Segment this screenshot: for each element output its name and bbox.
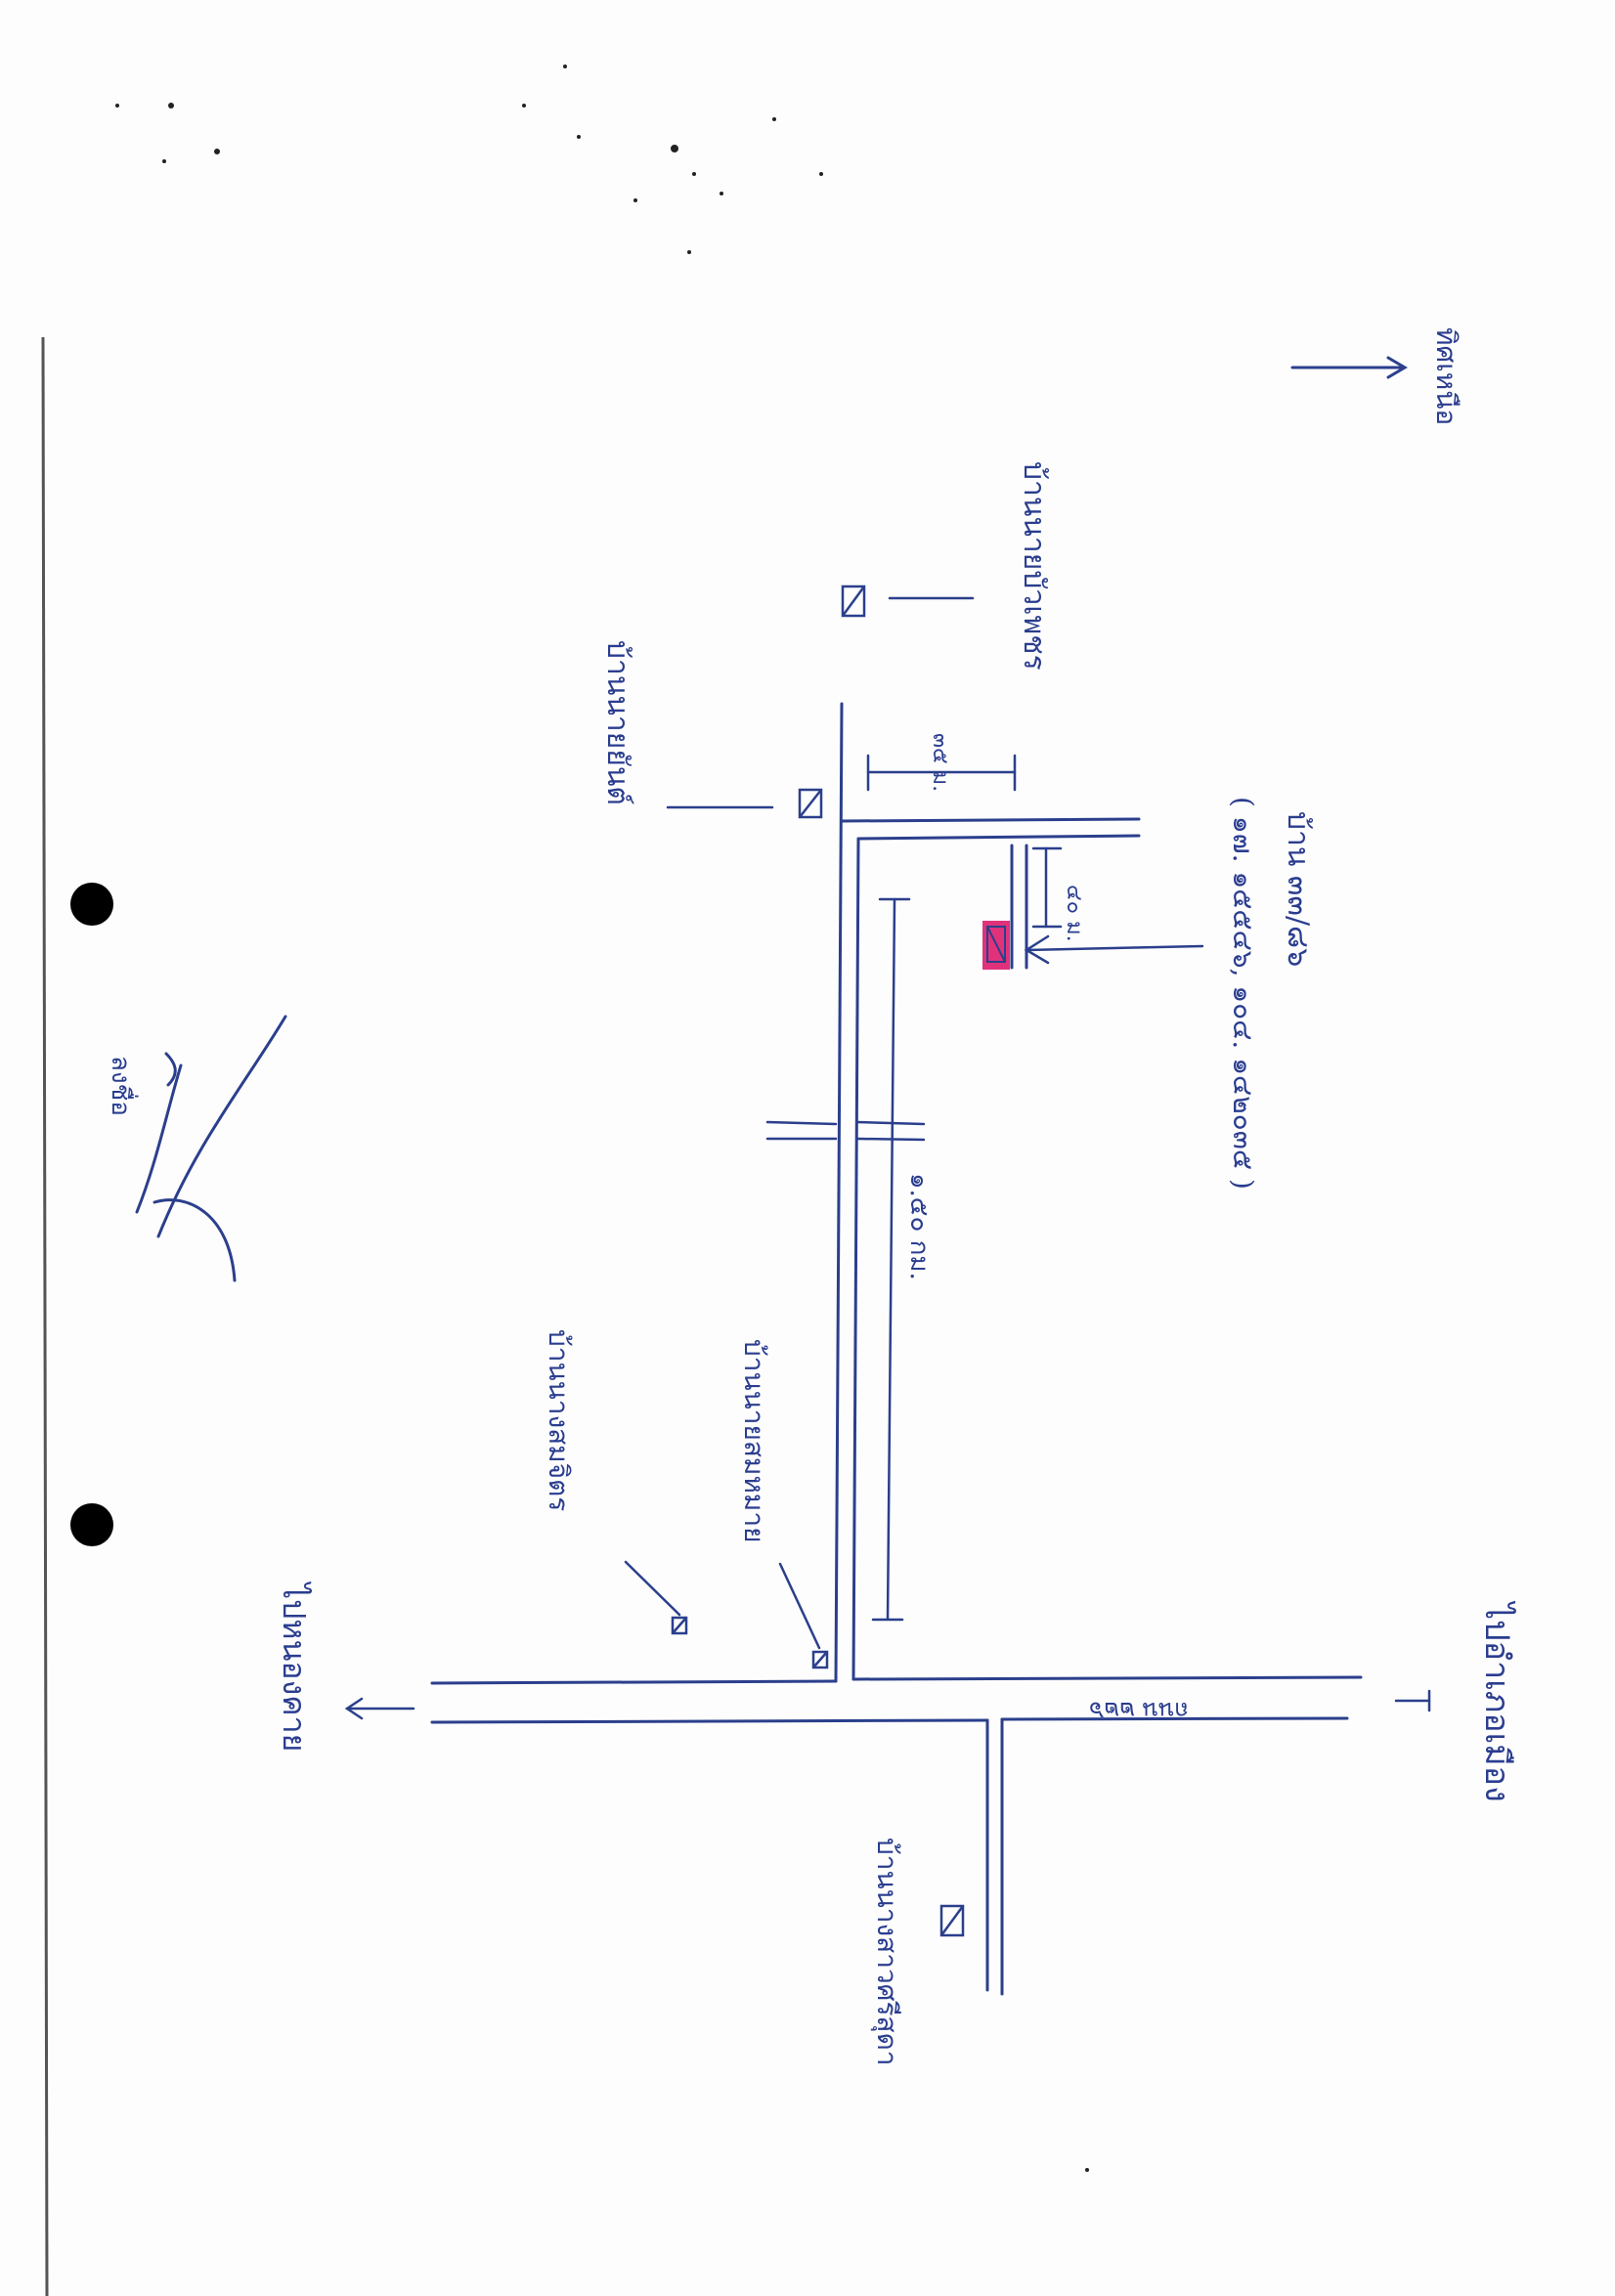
main-road	[430, 1675, 1363, 1724]
north-arrow	[1290, 356, 1408, 379]
house-box-lower-left	[624, 1560, 688, 1635]
label-house-lower-mid: บ้านนายสมหมาย	[738, 1339, 770, 1543]
house-box-lower-mid	[778, 1562, 829, 1669]
arrow-to-left	[344, 1697, 415, 1720]
house-box-top-left	[666, 788, 823, 819]
label-north: ทิศเหนือ	[1430, 327, 1462, 425]
label-target-house: บ้าน ๓๓/๘๖	[1281, 811, 1315, 967]
label-dist-35: ๓๕ ม.	[928, 733, 952, 792]
label-coordinates: ( ๑๗. ๑๕๕๔๖, ๑๐๔. ๑๔๒๐๓๕ )	[1227, 797, 1259, 1190]
label-to-right: ไปอำเภอเมือง	[1477, 1600, 1516, 1802]
scan-specks	[115, 65, 1089, 2172]
cross-street	[765, 1120, 926, 1142]
house-box-bottom	[939, 1904, 965, 1937]
dimension-40	[1031, 846, 1063, 929]
margin-line	[41, 336, 49, 2296]
label-road-name: ถนน ๒๒๖	[1089, 1697, 1189, 1724]
lane-north	[834, 702, 1141, 1683]
label-dist-150: ๑.๕๐ กม.	[904, 1173, 934, 1280]
label-house-top-right: บ้านนายบัวเพชร	[1017, 461, 1051, 671]
arrow-to-right	[1394, 1689, 1431, 1712]
label-to-left: ไปหนองคาย	[276, 1581, 313, 1752]
punch-hole-bottom	[70, 1503, 113, 1546]
label-house-lower-left: บ้านนางสมจิตร	[543, 1329, 575, 1511]
dimension-35	[866, 754, 1017, 792]
label-house-top-left: บ้านนายยันต์	[600, 640, 634, 805]
house-box-top-right	[841, 585, 975, 618]
target-house-marker	[982, 921, 1010, 970]
side-road-south	[985, 1717, 1004, 1996]
label-signature: ลงชื่อ	[106, 1056, 139, 1116]
label-dist-40: ๔๐ ม.	[1062, 885, 1086, 942]
label-house-bottom: บ้านนางสาวศรีสุดา	[870, 1838, 903, 2066]
dimension-150	[871, 897, 911, 1622]
punch-hole-top	[70, 883, 113, 926]
target-arrow	[1024, 934, 1204, 965]
signature	[135, 1015, 287, 1282]
